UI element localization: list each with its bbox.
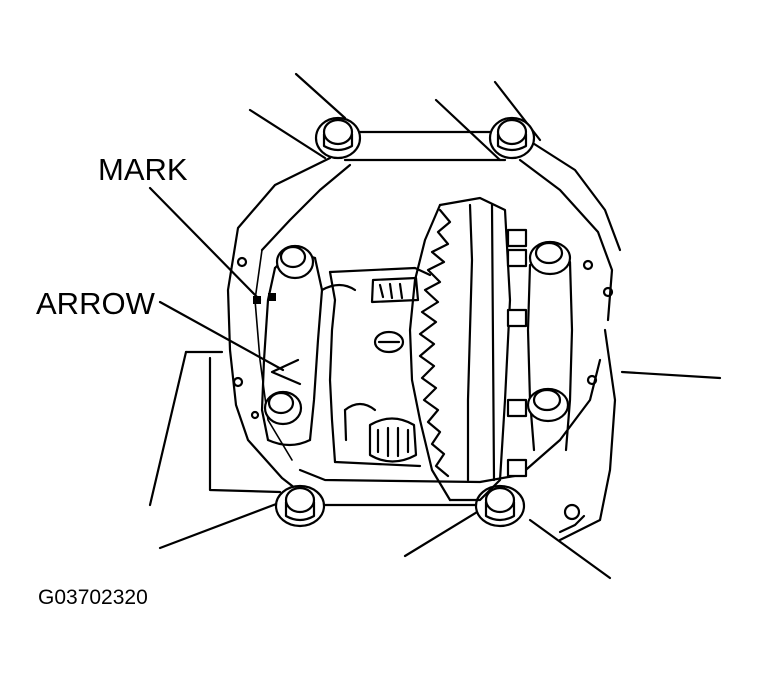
figure-code: G03702320 (38, 586, 148, 609)
arrow-leader-line (158, 300, 285, 372)
housing-outline (148, 72, 722, 580)
arrow-stamp-icon (270, 358, 302, 386)
mark-label: MARK (98, 152, 188, 187)
mark-leader-line (148, 186, 262, 302)
bolt-bottom-right (474, 484, 526, 528)
hole-icon (582, 259, 594, 271)
left-bearing-cap (253, 244, 324, 447)
arrow-label: ARROW (36, 286, 156, 321)
bolt-top-right (488, 116, 536, 160)
hole-icon (563, 503, 581, 521)
hole-icon (232, 376, 244, 388)
mark-dot-icon (253, 296, 261, 304)
hole-icon (250, 410, 260, 420)
hole-icon (602, 286, 614, 298)
mark-dot-icon (268, 293, 276, 301)
hole-icon (236, 256, 248, 268)
flange-bolts (232, 116, 614, 528)
ring-gear (408, 196, 528, 502)
differential-case (320, 266, 432, 468)
bolt-top-left (314, 116, 362, 160)
cover-flange (226, 130, 622, 507)
right-bearing-cap (526, 240, 574, 452)
bolt-bottom-left (274, 484, 326, 528)
hole-icon (586, 374, 598, 386)
